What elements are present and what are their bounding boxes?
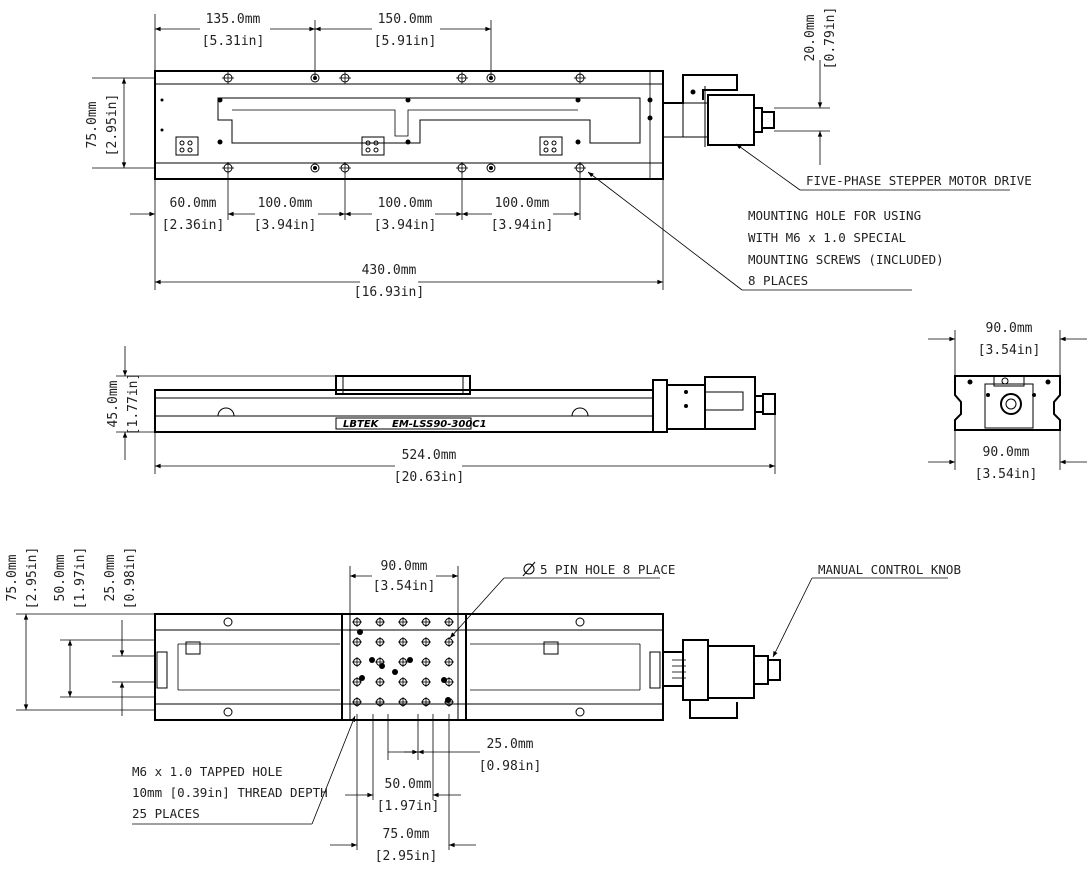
tapped-hole: [375, 617, 385, 627]
top-mounting-holes-upper: [222, 72, 586, 84]
tapped-hole: [375, 677, 385, 687]
tapped-hole: [398, 617, 408, 627]
tapped-hole: [375, 697, 385, 707]
tapped-hole: [375, 637, 385, 647]
dim-60-in: [2.36in]: [162, 218, 225, 233]
dim-75-in: [2.95in]: [105, 94, 120, 157]
tapped-hole: [352, 697, 362, 707]
dim-75-mm: 75.0mm: [85, 101, 100, 148]
tapped-hole: [421, 637, 431, 647]
tapped-hole: [352, 657, 362, 667]
tap-note-line2: 10mm [0.39in] THREAD DEPTH: [132, 785, 328, 800]
end-dim-top-in: [3.54in]: [978, 343, 1041, 358]
dim-100a-mm: 100.0mm: [258, 196, 313, 211]
tapped-hole: [421, 697, 431, 707]
tapped-hole: [352, 617, 362, 627]
tapped-hole: [421, 677, 431, 687]
slot-mid: [361, 136, 385, 156]
brand-label: LBTEK: [343, 419, 380, 430]
dim-430-in: [16.93in]: [354, 285, 424, 300]
end-dim-top-mm: 90.0mm: [986, 321, 1033, 336]
dim-v25-in: [0.98in]: [123, 547, 138, 610]
tapped-hole: [398, 657, 408, 667]
dim-h75-in: [2.95in]: [375, 849, 438, 864]
dim-135-in: [5.31in]: [202, 34, 265, 49]
dim-90-in: [3.54in]: [373, 579, 436, 594]
dim-150-in: [5.91in]: [374, 34, 437, 49]
dim-h25-mm: 25.0mm: [487, 737, 534, 752]
dim-v50-in: [1.97in]: [73, 547, 88, 610]
tapped-hole: [352, 637, 362, 647]
top-view: 135.0mm [5.31in] 150.0mm [5.91in] 20.0mm…: [85, 7, 1032, 300]
dim-20-in: [0.79in]: [823, 7, 838, 70]
top-mounting-holes-lower: [222, 162, 586, 174]
end-dim-bottom-mm: 90.0mm: [983, 445, 1030, 460]
dim-90-mm: 90.0mm: [381, 559, 428, 574]
dim-100a-in: [3.94in]: [254, 218, 317, 233]
dim-20-mm: 20.0mm: [803, 14, 818, 61]
tapped-hole: [398, 677, 408, 687]
tapped-hole: [352, 677, 362, 687]
tapped-hole: [398, 697, 408, 707]
bottom-view: 75.0mm [2.95in] 50.0mm [1.97in] 25.0mm […: [5, 547, 961, 864]
tapped-hole: [421, 617, 431, 627]
top-motor-assembly: [663, 74, 775, 147]
dim-h75-mm: 75.0mm: [383, 827, 430, 842]
tap-note-line1: M6 x 1.0 TAPPED HOLE: [132, 764, 283, 779]
dim-430-mm: 430.0mm: [362, 263, 417, 278]
tapped-hole: [421, 657, 431, 667]
dim-h50-mm: 50.0mm: [385, 777, 432, 792]
end-dim-bottom-in: [3.54in]: [975, 467, 1038, 482]
dim-60-mm: 60.0mm: [170, 196, 217, 211]
dim-v50-mm: 50.0mm: [53, 554, 68, 601]
dim-524-mm: 524.0mm: [402, 448, 457, 463]
dim-100b-mm: 100.0mm: [378, 196, 433, 211]
side-view: LBTEK EM-LSS90-300C1 45.0mm [1.77in] 524…: [106, 346, 776, 485]
dim-h50-in: [1.97in]: [377, 799, 440, 814]
dim-100b-in: [3.94in]: [374, 218, 437, 233]
tapped-hole: [444, 657, 454, 667]
side-carriage: [335, 375, 471, 395]
tapped-hole: [444, 637, 454, 647]
mount-note-line4: 8 PLACES: [748, 273, 808, 288]
dim-135-mm: 135.0mm: [206, 12, 261, 27]
tapped-hole-grid: [352, 617, 454, 707]
dim-150-mm: 150.0mm: [378, 12, 433, 27]
pin-hole-note: 5 PIN HOLE 8 PLACE: [540, 562, 675, 577]
knob-note: MANUAL CONTROL KNOB: [818, 562, 961, 577]
dim-45-mm: 45.0mm: [106, 380, 121, 427]
dim-v25-mm: 25.0mm: [103, 554, 118, 601]
slot-left: [175, 136, 199, 156]
end-view: 90.0mm [3.54in] 90.0mm [3.54in]: [928, 321, 1087, 482]
dim-h25-in: [0.98in]: [479, 759, 542, 774]
mount-note-line2: WITH M6 x 1.0 SPECIAL: [748, 230, 906, 245]
tapped-hole: [444, 617, 454, 627]
carriage-plate: [341, 613, 467, 721]
mount-note-line1: MOUNTING HOLE FOR USING: [748, 208, 921, 223]
dim-v75-in: [2.95in]: [25, 547, 40, 610]
dim-100c-in: [3.94in]: [491, 218, 554, 233]
dim-100c-mm: 100.0mm: [495, 196, 550, 211]
dim-524-in: [20.63in]: [394, 470, 464, 485]
mount-note-line3: MOUNTING SCREWS (INCLUDED): [748, 252, 944, 267]
motor-drive-note: FIVE-PHASE STEPPER MOTOR DRIVE: [806, 173, 1032, 188]
dim-45-in: [1.77in]: [126, 373, 141, 436]
dim-v75-mm: 75.0mm: [5, 554, 20, 601]
tap-note-line3: 25 PLACES: [132, 806, 200, 821]
side-label-plate: [335, 417, 472, 430]
model-label: EM-LSS90-300C1: [392, 419, 487, 430]
slot-right: [539, 136, 563, 156]
tapped-hole: [398, 637, 408, 647]
